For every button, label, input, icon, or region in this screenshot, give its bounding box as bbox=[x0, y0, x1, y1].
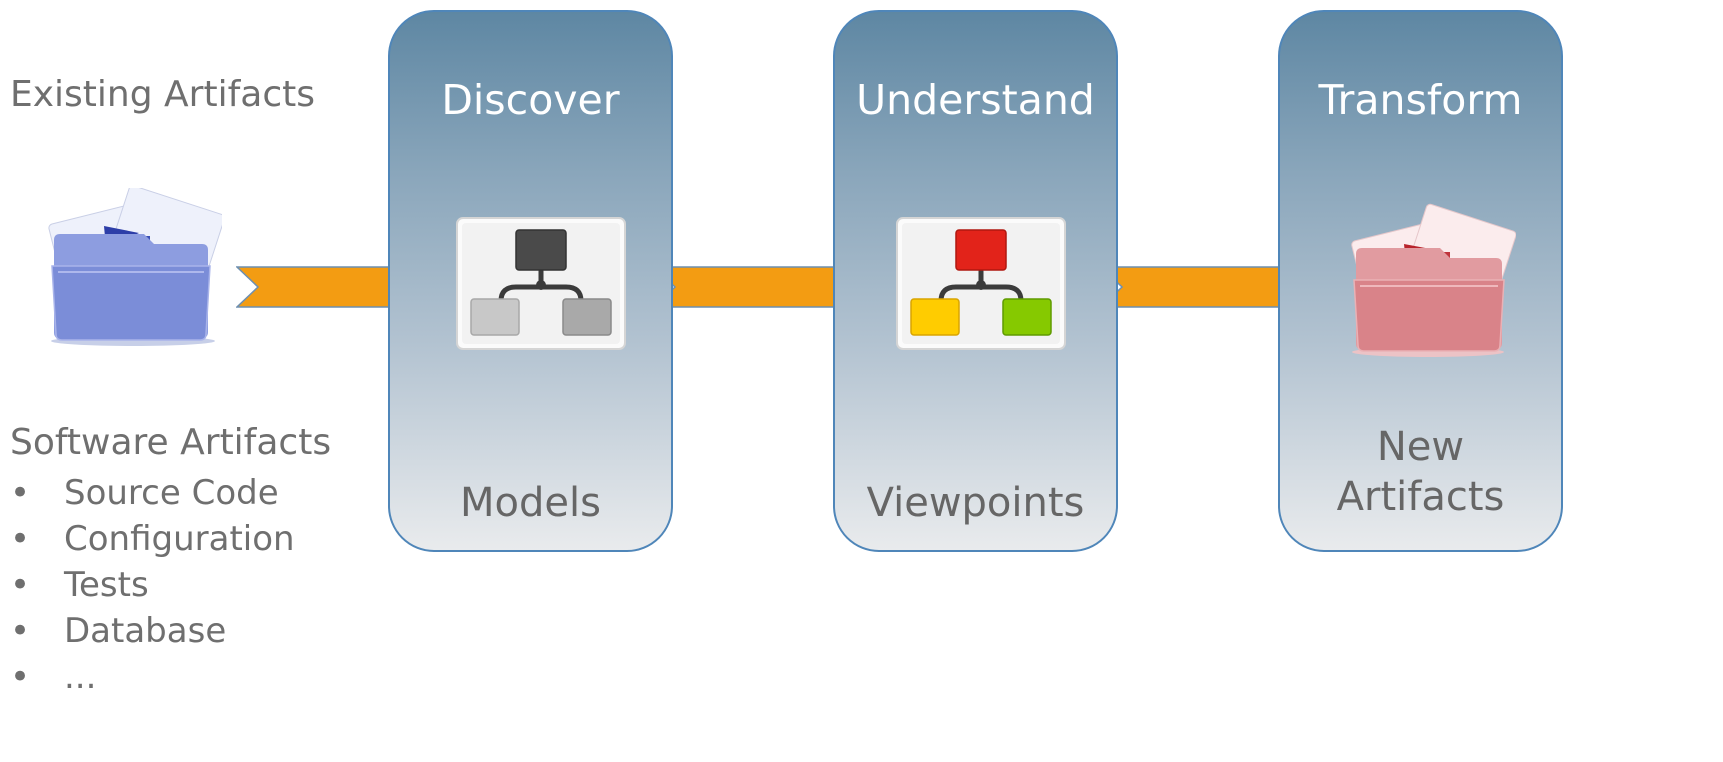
understand-phase: Understand Viewpoints bbox=[833, 10, 1118, 552]
understand-title: Understand bbox=[856, 76, 1095, 124]
transform-output: New Artifacts bbox=[1280, 422, 1561, 522]
transform-output-line2: Artifacts bbox=[1336, 474, 1505, 520]
discover-phase: Discover Models bbox=[388, 10, 673, 552]
blue-folder-icon bbox=[48, 188, 222, 346]
existing-artifacts-label: Existing Artifacts bbox=[10, 74, 315, 115]
list-item: •Tests bbox=[10, 565, 149, 605]
transform-title: Transform bbox=[1318, 76, 1523, 124]
list-item: •... bbox=[10, 657, 97, 697]
list-item: •Database bbox=[10, 611, 227, 651]
gray-hierarchy-icon bbox=[456, 217, 626, 350]
understand-output: Viewpoints bbox=[866, 480, 1085, 526]
software-artifacts-label: Software Artifacts bbox=[10, 422, 332, 463]
discover-title: Discover bbox=[441, 76, 620, 124]
list-item: •Configuration bbox=[10, 519, 295, 559]
list-item: •Source Code bbox=[10, 473, 279, 513]
discover-output: Models bbox=[460, 480, 601, 526]
transform-output-line1: New bbox=[1376, 424, 1465, 470]
transform-phase: Transform New Artifacts bbox=[1278, 10, 1563, 552]
software-artifacts-list: •Source Code •Configuration •Tests •Data… bbox=[10, 472, 295, 702]
red-folder-icon bbox=[1351, 203, 1516, 357]
colored-hierarchy-icon bbox=[896, 217, 1066, 350]
